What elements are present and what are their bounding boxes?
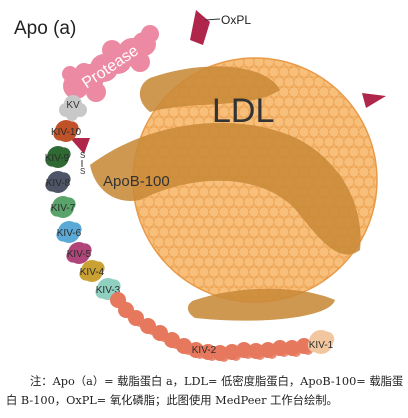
kringle-chain: KV KIV-10KIV-9KIV-8KIV-7KIV-6KIV-5KIV-4KI… — [45, 95, 335, 362]
kringle-kiv-9: KIV-9 — [45, 146, 71, 168]
svg-text:S: S — [80, 151, 85, 160]
kringle-label: KIV-4 — [80, 267, 105, 278]
oxpl-triangle — [190, 10, 210, 45]
kringle-label: KIV-9 — [45, 153, 70, 164]
kringle-label: KIV-7 — [51, 203, 76, 214]
kringle-kiv-8: KIV-8 — [45, 171, 71, 193]
oxpl-triangle — [70, 138, 90, 154]
kringle-kiv-10: KIV-10 — [51, 120, 81, 142]
kringle-kiv-6: KIV-6 — [56, 221, 82, 243]
kringle-label: KIV-1 — [309, 340, 334, 351]
kringle-kiv-4: KIV-4 — [79, 260, 105, 282]
kringle-kiv-1: KIV-1 — [307, 330, 335, 354]
oxpl-label: OxPL — [221, 13, 251, 27]
kringle-label: KIV-3 — [96, 285, 121, 296]
kringle-kiv-7: KIV-7 — [50, 196, 76, 218]
kringle-label: KIV-8 — [46, 178, 71, 189]
kringle-label: KIV-10 — [51, 127, 81, 138]
disulfide-bond: S S — [80, 151, 85, 176]
kringle-kv: KV — [59, 95, 87, 121]
diagram-title: Apo (a) — [14, 18, 76, 39]
svg-text:S: S — [80, 167, 85, 176]
apob-label: ApoB-100 — [103, 173, 170, 190]
figure-caption: 注：Apo（a）= 载脂蛋白 a，LDL= 低密度脂蛋白，ApoB-100= 载… — [6, 375, 404, 407]
kringle-kv-label: KV — [66, 100, 80, 111]
kringle-kiv-5: KIV-5 — [66, 242, 92, 264]
kringle-label: KIV-5 — [67, 249, 92, 260]
oxpl-triangle — [362, 93, 386, 108]
kringle-label: KIV-6 — [57, 228, 82, 239]
apob-100-protein — [90, 66, 361, 321]
ldl-label: LDL — [212, 92, 274, 130]
kringle-kiv-2: KIV-2 — [110, 292, 313, 362]
kringle-label: KIV-2 — [192, 345, 217, 356]
oxpl-leader — [204, 18, 221, 21]
oxpl-lipids — [70, 10, 386, 154]
